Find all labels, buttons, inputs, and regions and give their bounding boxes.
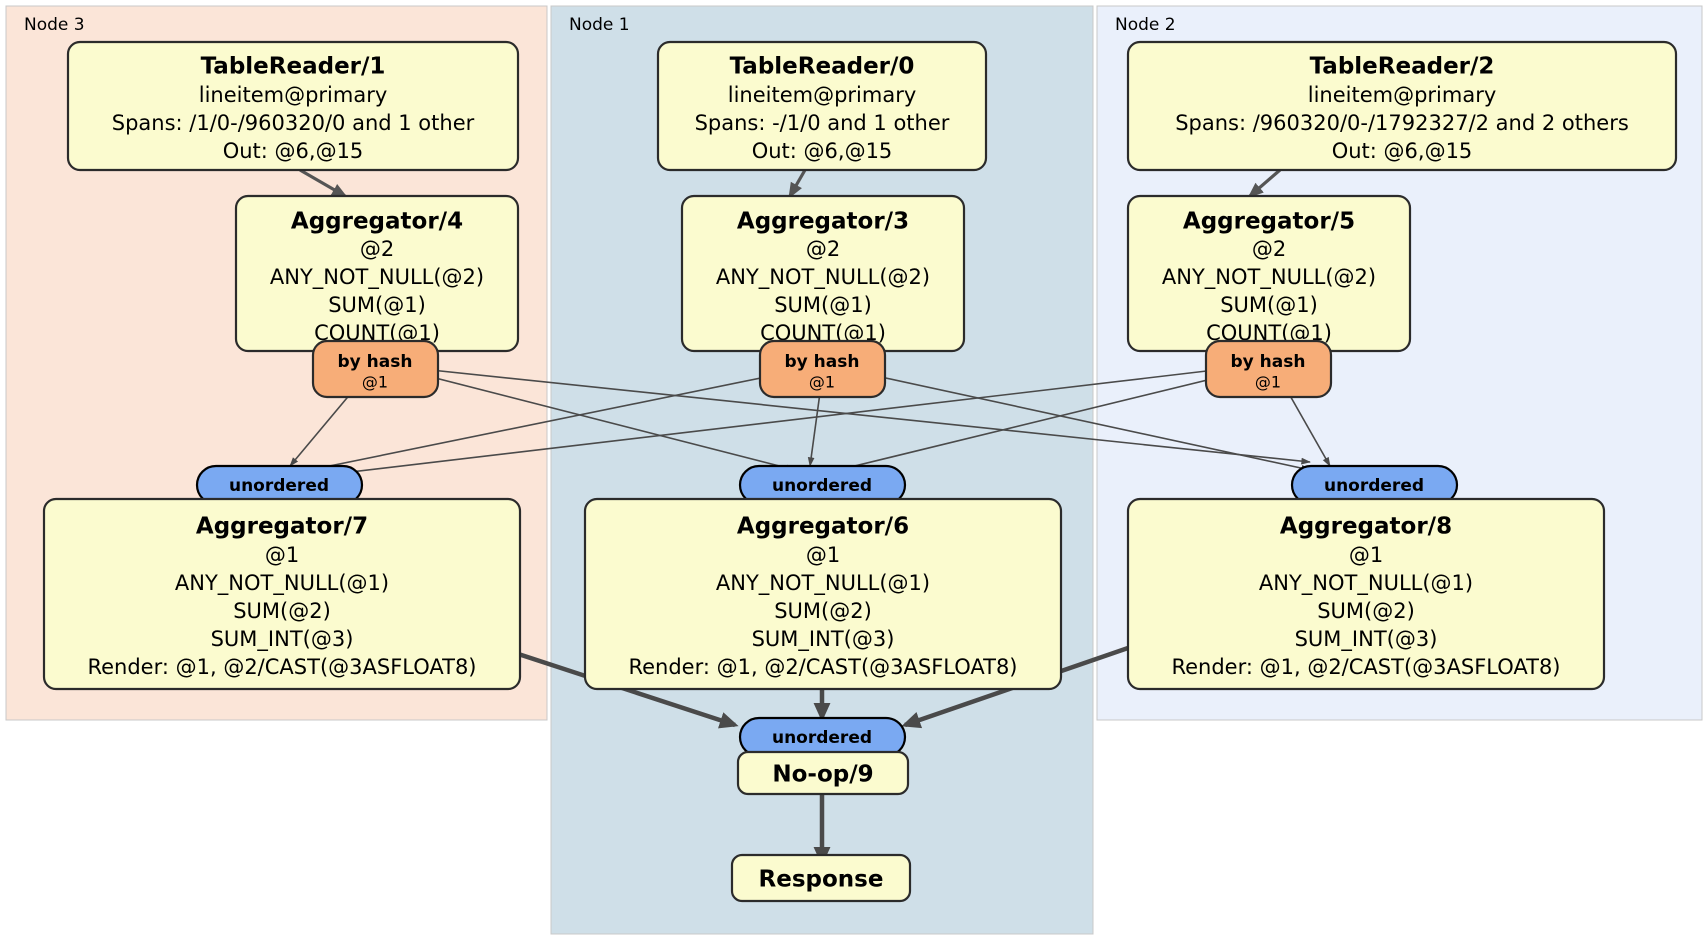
processor-aggregator-3-title: Aggregator/3 [737,209,909,235]
edge-tablereader0-aggregator3 [788,169,807,199]
synchronizer-unordered-left[interactable]: unordered [195,464,364,506]
edge-hashcenter-unordered-right [857,371,1311,472]
processor-tablereader-1[interactable]: TableReader/1 lineitem@primary Spans: /1… [66,40,520,172]
router-by-hash-left[interactable]: by hash @1 [311,339,440,399]
router-by-hash-right-pill[interactable] [1204,339,1333,399]
processor-tablereader-2[interactable]: TableReader/2 lineitem@primary Spans: /9… [1126,40,1678,172]
synchronizer-unordered-final-label: unordered [772,728,872,748]
processor-aggregator-8-line-1: ANY_NOT_NULL(@1) [1259,571,1473,596]
synchronizer-unordered-center[interactable]: unordered [738,464,907,506]
processor-aggregator-3-line-0: @2 [806,237,840,261]
edge-tablereader2-aggregator5 [1247,168,1282,199]
processor-aggregator-4-line-0: @2 [360,237,394,261]
processor-aggregator-8-line-0: @1 [1349,543,1383,567]
processor-aggregator-8-line-2: SUM(@2) [1317,599,1415,623]
processor-tablereader-1-line-0: lineitem@primary [199,83,388,107]
processor-aggregator-8-title: Aggregator/8 [1280,514,1452,540]
processor-tablereader-2-line-2: Out: @6,@15 [1332,139,1473,163]
processor-aggregator-5-line-0: @2 [1252,237,1286,261]
processor-aggregator-7-line-1: ANY_NOT_NULL(@1) [175,571,389,596]
processor-aggregator-6-title: Aggregator/6 [737,514,909,540]
processor-tablereader-0-box[interactable] [656,40,988,172]
edge-hashright-unordered-center [829,373,1233,474]
router-by-hash-center-pill[interactable] [758,339,887,399]
processor-aggregator-5-title: Aggregator/5 [1183,209,1355,235]
processor-tablereader-2-line-0: lineitem@primary [1308,83,1497,107]
processor-tablereader-2-line-1: Spans: /960320/0-/1792327/2 and 2 others [1175,111,1629,135]
synchronizer-unordered-right-label: unordered [1324,476,1424,496]
cluster-node-3-label: Node 3 [24,15,85,35]
processor-aggregator-6-line-4: Render: @1, @2/CAST(@3ASFLOAT8) [628,655,1017,679]
router-by-hash-center-label: by hash [785,352,860,372]
router-by-hash-left-label: by hash [338,352,413,372]
processor-aggregator-6-line-2: SUM(@2) [774,599,872,623]
processor-aggregator-7-box[interactable] [42,497,522,691]
processor-noop-9-title: No-op/9 [772,762,873,788]
cluster-node-2-label: Node 2 [1115,15,1176,35]
processor-tablereader-1-title: TableReader/1 [201,54,386,80]
processor-aggregator-3-line-1: ANY_NOT_NULL(@2) [716,265,930,290]
processor-response[interactable]: Response [730,853,912,903]
router-by-hash-right-label: by hash [1231,352,1306,372]
processor-response-title: Response [759,867,884,893]
processor-aggregator-6-line-0: @1 [806,543,840,567]
processor-response-box[interactable] [730,853,912,903]
processor-aggregator-5[interactable]: Aggregator/5 @2 ANY_NOT_NULL(@2) SUM(@1)… [1126,194,1412,353]
processor-tablereader-0-line-0: lineitem@primary [728,83,917,107]
processor-aggregator-8[interactable]: Aggregator/8 @1 ANY_NOT_NULL(@1) SUM(@2)… [1126,497,1606,691]
router-by-hash-right[interactable]: by hash @1 [1204,339,1333,399]
processor-aggregator-3-line-2: SUM(@1) [774,293,872,317]
processor-tablereader-0-line-1: Spans: -/1/0 and 1 other [695,111,950,135]
processor-tablereader-2-title: TableReader/2 [1310,54,1495,80]
processor-aggregator-7-line-0: @1 [265,543,299,567]
processor-aggregator-5-line-1: ANY_NOT_NULL(@2) [1162,265,1376,290]
processor-aggregator-8-line-4: Render: @1, @2/CAST(@3ASFLOAT8) [1171,655,1560,679]
processor-aggregator-4-line-2: SUM(@1) [328,293,426,317]
router-by-hash-center-sublabel: @1 [809,373,835,392]
synchronizer-unordered-right[interactable]: unordered [1290,464,1459,506]
processor-tablereader-0-title: TableReader/0 [730,54,915,80]
processor-aggregator-6-line-1: ANY_NOT_NULL(@1) [716,571,930,596]
router-by-hash-center[interactable]: by hash @1 [758,339,887,399]
processor-aggregator-7-line-2: SUM(@2) [233,599,331,623]
processor-aggregator-6-box[interactable] [583,497,1063,691]
processor-aggregator-4[interactable]: Aggregator/4 @2 ANY_NOT_NULL(@2) SUM(@1)… [234,194,520,353]
processor-aggregator-4-line-1: ANY_NOT_NULL(@2) [270,265,484,290]
processor-tablereader-1-box[interactable] [66,40,520,172]
processor-aggregator-6-line-3: SUM_INT(@3) [752,627,895,652]
edge-hashleft-unordered-right [411,367,1311,465]
processor-aggregator-7-title: Aggregator/7 [196,514,368,540]
processor-tablereader-1-line-1: Spans: /1/0-/960320/0 and 1 other [112,111,475,135]
edge-hashleft-unordered-center [411,371,796,472]
processor-aggregator-7-line-4: Render: @1, @2/CAST(@3ASFLOAT8) [87,655,476,679]
edge-tablereader1-aggregator4 [299,168,348,198]
router-by-hash-right-sublabel: @1 [1255,373,1281,392]
cluster-node-1-label: Node 1 [569,15,630,35]
edge-hashcenter-unordered-left [299,371,791,474]
processor-aggregator-8-box[interactable] [1126,497,1606,691]
processor-aggregator-7-line-3: SUM_INT(@3) [211,627,354,652]
processor-aggregator-8-line-3: SUM_INT(@3) [1295,627,1438,652]
router-by-hash-left-sublabel: @1 [362,373,388,392]
processor-aggregator-4-title: Aggregator/4 [291,209,463,235]
processor-aggregator-3[interactable]: Aggregator/3 @2 ANY_NOT_NULL(@2) SUM(@1)… [680,194,966,353]
synchronizer-unordered-final[interactable]: unordered [738,716,907,758]
processor-tablereader-1-line-2: Out: @6,@15 [223,139,364,163]
processor-noop-9[interactable]: No-op/9 [736,750,910,796]
router-by-hash-left-pill[interactable] [311,339,440,399]
processor-aggregator-5-line-2: SUM(@1) [1220,293,1318,317]
synchronizer-unordered-left-label: unordered [229,476,329,496]
processor-noop-9-box[interactable] [736,750,910,796]
synchronizer-unordered-center-label: unordered [772,476,872,496]
edge-hashright-unordered-left [299,367,1233,481]
processor-tablereader-0[interactable]: TableReader/0 lineitem@primary Spans: -/… [656,40,988,172]
processor-tablereader-2-box[interactable] [1126,40,1678,172]
processor-aggregator-6[interactable]: Aggregator/6 @1 ANY_NOT_NULL(@1) SUM(@2)… [583,497,1063,691]
processor-aggregator-7[interactable]: Aggregator/7 @1 ANY_NOT_NULL(@1) SUM(@2)… [42,497,522,691]
processor-tablereader-0-line-2: Out: @6,@15 [752,139,893,163]
